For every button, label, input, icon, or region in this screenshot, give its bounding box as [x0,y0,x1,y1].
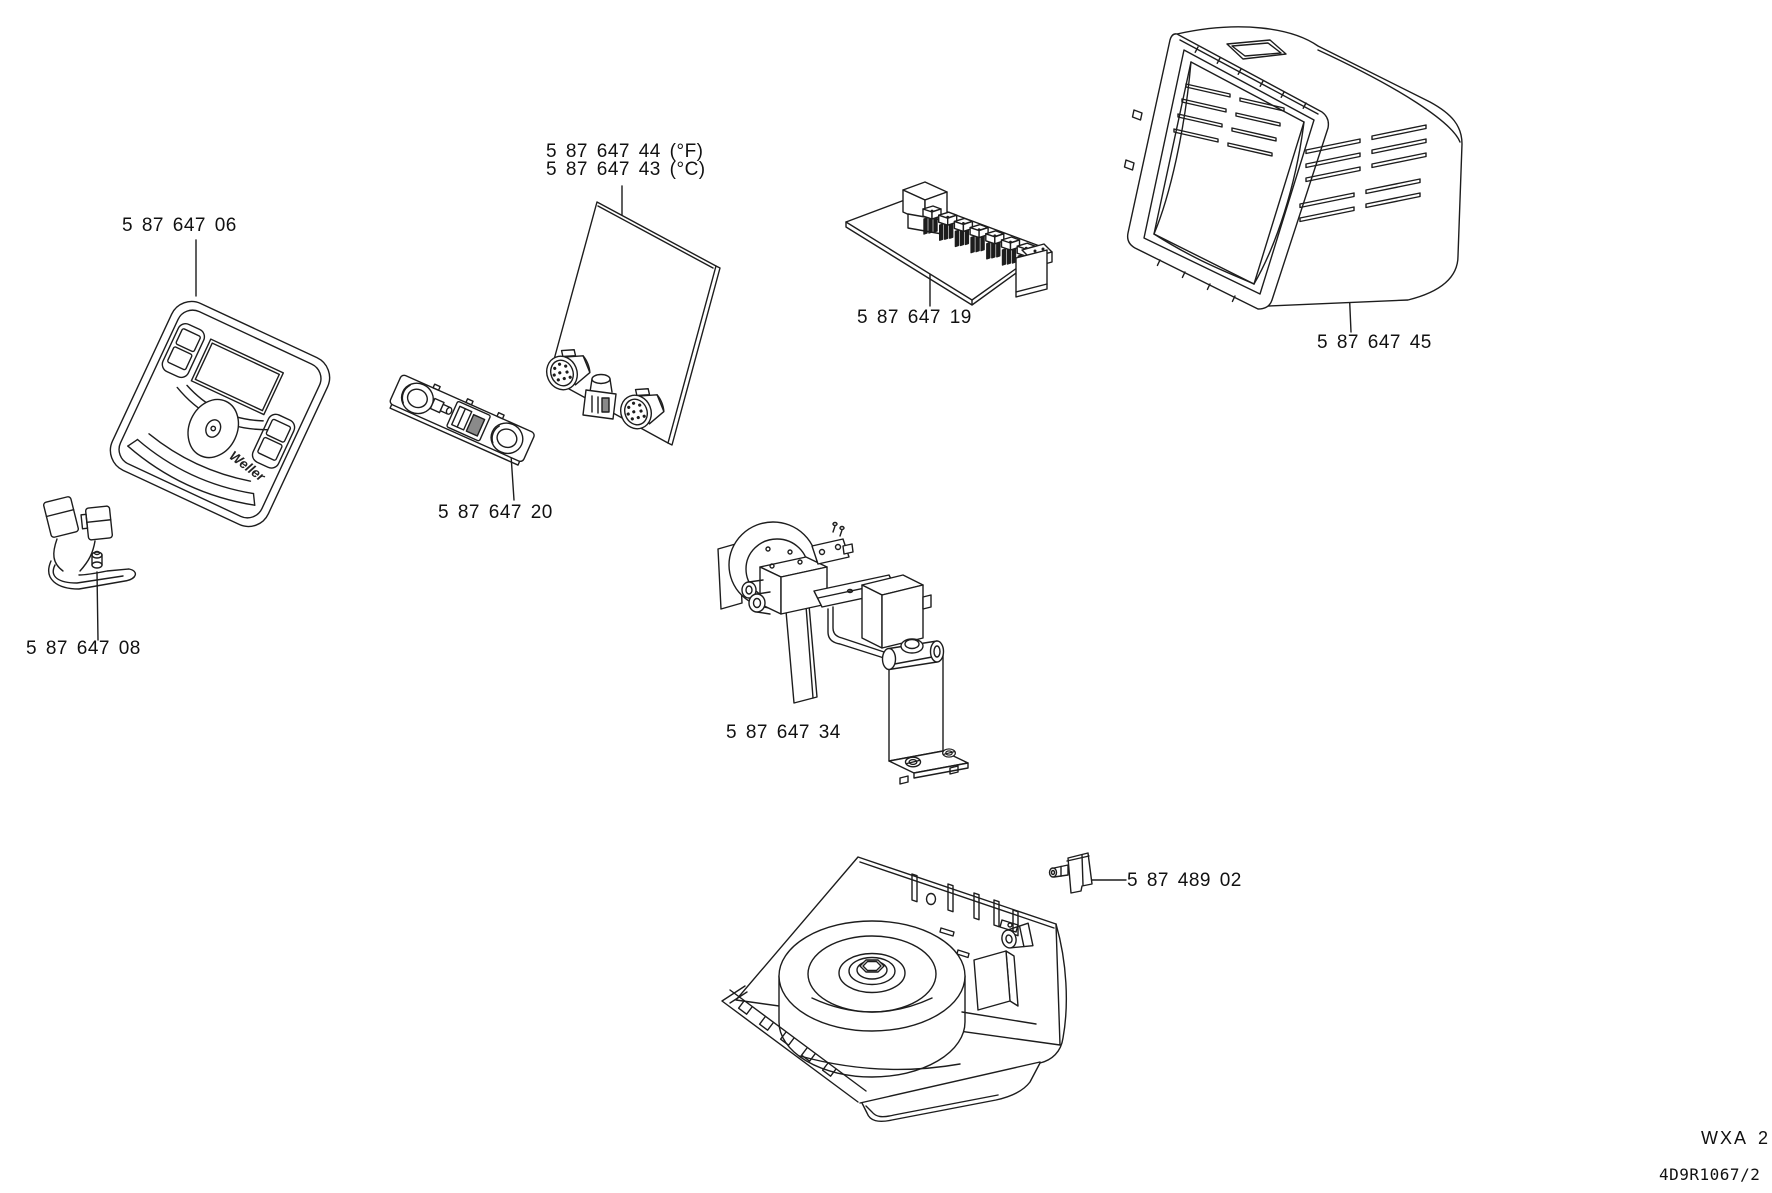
right-ring [490,422,524,455]
part-label-terminal-pcb: 5 87 647 19 [857,307,972,328]
display [190,338,284,416]
front-panel-drawing: Weller [109,300,331,528]
toroid-transformer [778,920,966,1078]
leader-line-cable-clip [96,571,99,641]
air-fitting [999,919,1034,949]
terminal-pcb-drawing [845,181,1053,306]
switch-strip-drawing [389,374,535,466]
part-label-switch-strip: 5 87 647 20 [438,502,553,523]
part-label-valve-assembly: 5 87 647 34 [726,722,841,743]
cable-clip-drawing [42,496,136,590]
part-label-display-pcb-c: 5 87 647 43 (°C) [546,159,706,180]
mains-plug-drawing [1048,852,1093,894]
part-label-display-pcb-f: 5 87 647 44 (°F) [546,141,704,162]
left-buttons [161,323,206,379]
base-assembly-drawing [721,856,1068,1122]
valve-cylinder [881,638,945,671]
l-bracket [888,654,944,762]
valve-assembly-drawing [717,521,969,785]
hex-bolt [859,959,885,973]
part-label-display-pcb: 5 87 647 44 (°F) 5 87 647 43 (°C) [546,141,706,180]
leader-lines [96,185,1352,881]
pressure-switch [811,521,854,565]
housing-interior [1153,61,1305,285]
pump-block [759,556,828,615]
part-label-front-panel: 5 87 647 06 [122,215,237,236]
base-tray [721,923,1068,1122]
part-label-housing: 5 87 647 45 [1317,332,1432,353]
center-can-connector [582,373,617,420]
clip-screw [91,550,103,569]
rotary-knob [187,398,240,459]
display-pcb-drawing [539,201,721,446]
part-label-mains-plug: 5 87 489 02 [1127,870,1242,891]
right-buttons [251,413,296,469]
model-name: WXA 2 [1701,1128,1771,1148]
wall-slots [911,873,1019,959]
solenoid [861,574,932,649]
housing-drawing [1123,26,1463,310]
front-bezel [1123,33,1330,310]
bracket-foot [888,748,969,785]
part-label-cable-clip: 5 87 647 08 [26,638,141,659]
hose-barbs [741,579,771,615]
nozzle [429,397,453,415]
center-connector [446,400,491,442]
top-hole [1226,39,1287,60]
drawing-number: 4D9R1067/2 [1659,1165,1761,1184]
bent-flange [1015,249,1048,298]
wall-box [973,950,1019,1011]
